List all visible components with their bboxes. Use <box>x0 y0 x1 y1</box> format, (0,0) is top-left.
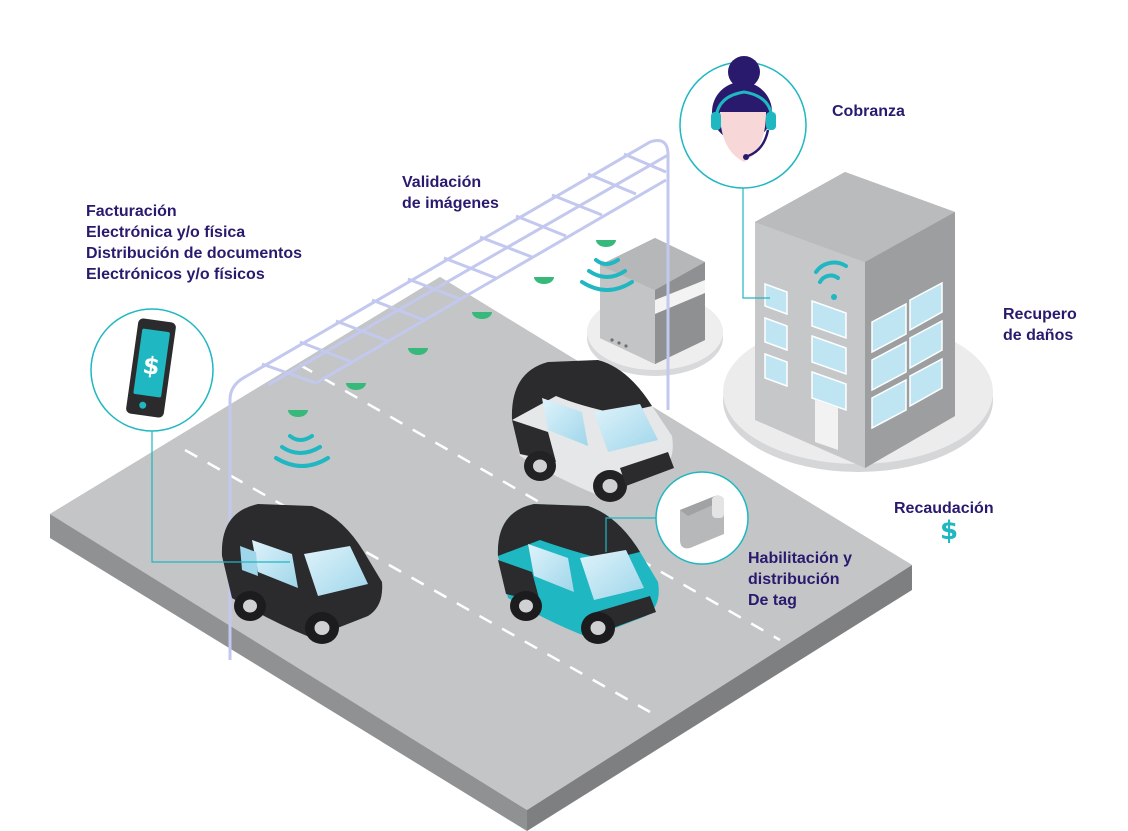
toll-gantry <box>228 139 670 660</box>
label-recaudacion: Recaudación <box>894 498 994 519</box>
wifi-signal-icon <box>814 260 848 300</box>
label-validacion-line: de imágenes <box>402 195 499 212</box>
label-validacion: Validación de imágenes <box>402 172 499 214</box>
label-recupero-line: Recupero <box>1003 306 1077 323</box>
label-facturacion-line: Electrónica y/o física <box>86 224 246 241</box>
label-cobranza-line: Cobranza <box>832 103 905 120</box>
gantry-sensors <box>288 240 616 417</box>
callout-connectors <box>151 188 770 563</box>
label-habilitacion-line: Habilitación y <box>748 550 853 567</box>
label-habilitacion-line: distribución <box>748 571 840 588</box>
signal-waves-booth <box>580 258 634 292</box>
svg-text:$: $ <box>141 351 161 381</box>
tag-icon <box>680 495 724 549</box>
car-teal <box>497 504 659 644</box>
car-silver <box>511 360 674 502</box>
label-validacion-line: Validación <box>402 174 482 191</box>
label-recupero-line: de daños <box>1003 327 1074 344</box>
label-facturacion-line: Facturación <box>86 203 177 220</box>
phone-dollar-icon: $ <box>126 318 176 418</box>
road <box>50 277 912 831</box>
label-cobranza: Cobranza <box>832 101 905 122</box>
car-black <box>221 504 383 644</box>
recaudacion-dollar-icon: $ <box>940 516 959 546</box>
label-recaudacion-line: Recaudación <box>894 500 994 517</box>
label-facturacion-line: Electrónicos y/o físicos <box>86 266 265 283</box>
label-habilitacion: Habilitación y distribución De tag <box>748 548 852 611</box>
office-building <box>723 172 993 472</box>
operator-headset-icon <box>711 56 776 162</box>
toll-booth <box>587 238 723 376</box>
label-facturacion-line: Distribución de documentos <box>86 245 303 262</box>
signal-waves-front <box>274 434 330 468</box>
label-facturacion: Facturación Electrónica y/o física Distr… <box>86 201 302 285</box>
label-recupero: Recupero de daños <box>1003 304 1077 346</box>
label-habilitacion-line: De tag <box>748 592 797 609</box>
